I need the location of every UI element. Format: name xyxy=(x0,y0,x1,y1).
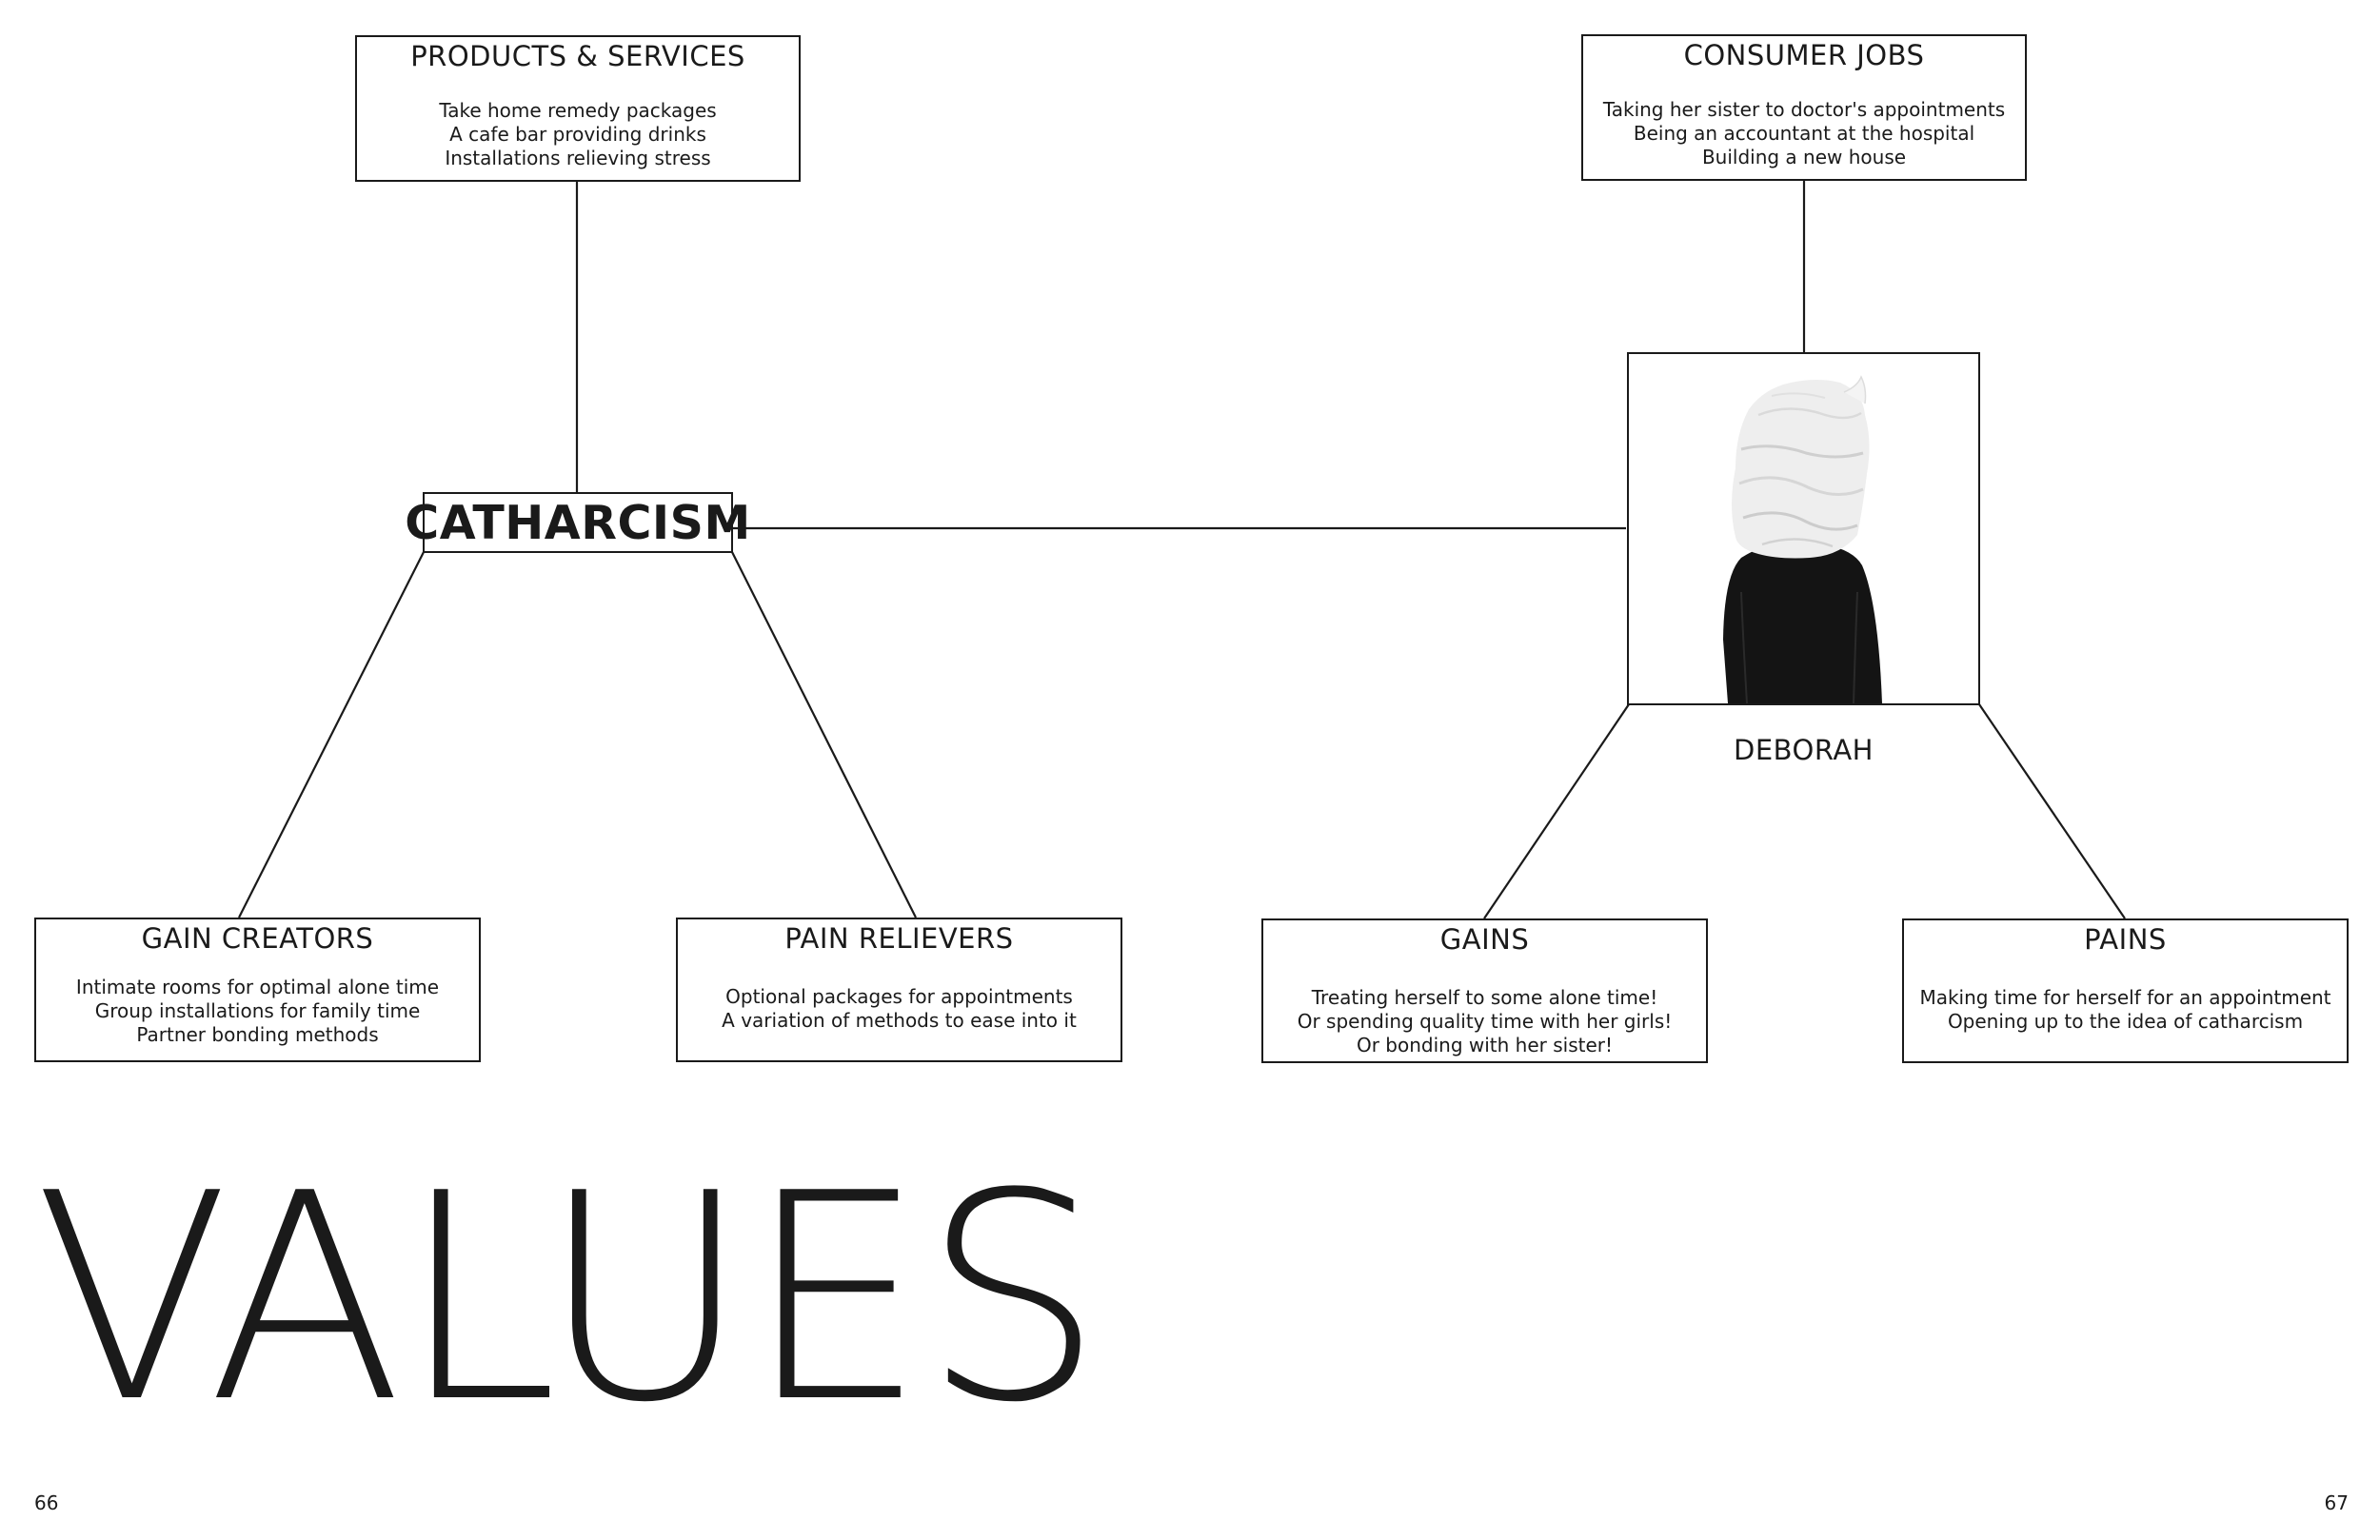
pain-relievers-title: PAIN RELIEVERS xyxy=(784,922,1014,955)
consumer-jobs-line: Taking her sister to doctor's appointmen… xyxy=(1602,98,2006,121)
pains-line: Making time for herself for an appointme… xyxy=(1919,986,2331,1009)
gains-box: GAINS Treating herself to some alone tim… xyxy=(1261,918,1708,1063)
connector-persona-to-pains xyxy=(1978,703,2126,919)
gain-creators-line: Intimate rooms for optimal alone time xyxy=(75,976,440,998)
pain-relievers-line: A variation of methods to ease into it xyxy=(722,1009,1077,1032)
gain-creators-line: Group installations for family time xyxy=(94,999,421,1022)
pains-box: PAINS Making time for herself for an app… xyxy=(1902,918,2349,1063)
gain-creators-box: GAIN CREATORS Intimate rooms for optimal… xyxy=(34,918,481,1062)
products-services-box: PRODUCTS & SERVICES Take home remedy pac… xyxy=(355,35,801,182)
connector-persona-to-gains xyxy=(1483,703,1630,919)
pain-relievers-box: PAIN RELIEVERS Optional packages for app… xyxy=(676,918,1122,1062)
persona-name: DEBORAH xyxy=(1734,734,1874,766)
consumer-jobs-line: Being an accountant at the hospital xyxy=(1633,122,1975,145)
pains-title: PAINS xyxy=(2084,923,2167,956)
products-services-line: Take home remedy packages xyxy=(439,99,717,122)
products-services-title: PRODUCTS & SERVICES xyxy=(410,40,745,72)
pain-relievers-line: Optional packages for appointments xyxy=(725,985,1073,1008)
gains-line: Or spending quality time with her girls! xyxy=(1297,1010,1673,1033)
page-number-right: 67 xyxy=(2324,1491,2349,1514)
gains-line: Or bonding with her sister! xyxy=(1356,1034,1614,1056)
center-concept-label: CATHARCISM xyxy=(405,495,751,550)
gain-creators-title: GAIN CREATORS xyxy=(141,922,374,955)
persona-photo xyxy=(1627,352,1980,705)
consumer-jobs-box: CONSUMER JOBS Taking her sister to docto… xyxy=(1581,34,2027,181)
consumer-jobs-line: Building a new house xyxy=(1701,146,1907,168)
connector-center-to-pain-relievers xyxy=(731,551,917,918)
page-title: VALUES xyxy=(34,1133,1103,1465)
products-services-line: Installations relieving stress xyxy=(445,147,711,169)
page-number-left: 66 xyxy=(34,1491,59,1514)
pains-line: Opening up to the idea of catharcism xyxy=(1947,1010,2304,1033)
gain-creators-line: Partner bonding methods xyxy=(136,1023,379,1046)
products-services-line: A cafe bar providing drinks xyxy=(449,123,706,146)
center-concept-box: CATHARCISM xyxy=(405,492,750,553)
consumer-jobs-title: CONSUMER JOBS xyxy=(1683,39,1925,71)
gains-title: GAINS xyxy=(1439,923,1530,956)
person-with-bag-over-head-illustration xyxy=(1723,375,1882,703)
gains-line: Treating herself to some alone time! xyxy=(1311,986,1658,1009)
connector-center-to-gain-creators xyxy=(238,551,425,918)
